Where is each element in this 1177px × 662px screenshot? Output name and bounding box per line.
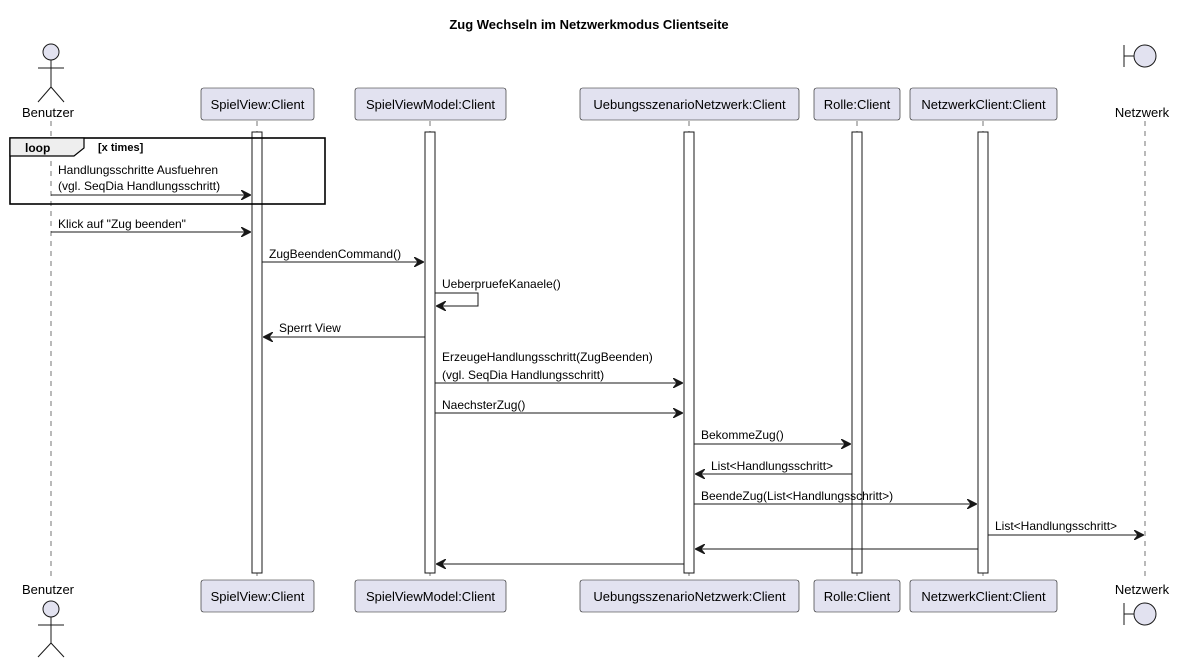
- message-label: Klick auf "Zug beenden": [58, 217, 186, 231]
- loop-condition: [x times]: [98, 142, 144, 154]
- participant-rolle-top: Rolle:Client: [813, 87, 901, 121]
- participant-label-rolle: Rolle:Client: [824, 97, 891, 112]
- message-label-line1: ErzeugeHandlungsschritt(ZugBeenden): [442, 350, 653, 364]
- message-label: BekommeZug(): [701, 428, 784, 442]
- activation-spielview: [251, 131, 263, 574]
- message-list-handlungsschritt-netzwerk: List<Handlungsschritt>: [988, 519, 1144, 535]
- boundary-netzwerk-top: Netzwerk: [1115, 44, 1170, 120]
- loop-frame: [9, 137, 326, 205]
- message-label: Sperrt View: [279, 321, 341, 335]
- activation-spielviewmodel: [424, 131, 436, 574]
- participant-spielview-top: SpielView:Client: [200, 87, 315, 121]
- participant-label-spielviewmodel: SpielViewModel:Client: [366, 97, 495, 112]
- message-zugbeendencommand: ZugBeendenCommand(): [262, 247, 424, 262]
- participants-top: Benutzer SpielView:Client SpielViewModel…: [22, 43, 1170, 121]
- participant-label-uebungsszenario: UebungsszenarioNetzwerk:Client: [593, 589, 786, 604]
- message-label-line2: (vgl. SeqDia Handlungsschritt): [58, 179, 220, 193]
- actor-benutzer-bottom: Benutzer: [22, 582, 75, 658]
- actor-icon: [37, 600, 65, 658]
- participant-spielviewmodel-bottom: SpielViewModel:Client: [354, 579, 507, 613]
- participants-bottom: Benutzer SpielView:Client SpielViewModel…: [22, 579, 1170, 658]
- participant-label-netzwerk: Netzwerk: [1115, 105, 1170, 120]
- participant-label-netzwerk: Netzwerk: [1115, 582, 1170, 597]
- participant-label-rolle: Rolle:Client: [824, 589, 891, 604]
- message-handlungsschritte-ausfuehren: Handlungsschritte Ausfuehren (vgl. SeqDi…: [51, 163, 251, 195]
- message-label: List<Handlungsschritt>: [711, 459, 833, 473]
- message-beendezug: BeendeZug(List<Handlungsschritt>): [694, 489, 977, 504]
- participant-uebungsszenario-bottom: UebungsszenarioNetzwerk:Client: [579, 579, 800, 613]
- message-label: NaechsterZug(): [442, 398, 525, 412]
- message-klick-zug-beenden: Klick auf "Zug beenden": [51, 217, 251, 232]
- boundary-icon: [1123, 44, 1157, 68]
- message-label: List<Handlungsschritt>: [995, 519, 1117, 533]
- participant-netzwerkclient-bottom: NetzwerkClient:Client: [909, 579, 1058, 613]
- diagram-title: Zug Wechseln im Netzwerkmodus Clientseit…: [449, 17, 728, 32]
- message-list-handlungsschritt-return: List<Handlungsschritt>: [695, 459, 852, 474]
- message-naechsterzug: NaechsterZug(): [435, 398, 683, 413]
- participant-label-spielview: SpielView:Client: [211, 97, 305, 112]
- message-label-line2: (vgl. SeqDia Handlungsschritt): [442, 368, 604, 382]
- actor-icon: [37, 43, 65, 103]
- participant-label-spielviewmodel: SpielViewModel:Client: [366, 589, 495, 604]
- participant-label-netzwerkclient: NetzwerkClient:Client: [921, 589, 1046, 604]
- participant-spielviewmodel-top: SpielViewModel:Client: [354, 87, 507, 121]
- message-ueberpruefekanaele: UeberpruefeKanaele(): [435, 277, 561, 306]
- activation-rolle: [851, 131, 863, 574]
- participant-label-uebungsszenario: UebungsszenarioNetzwerk:Client: [593, 97, 786, 112]
- participant-label-spielview: SpielView:Client: [211, 589, 305, 604]
- activation-bars: [251, 131, 989, 574]
- messages: Handlungsschritte Ausfuehren (vgl. SeqDi…: [51, 163, 1144, 564]
- participant-label-benutzer: Benutzer: [22, 105, 75, 120]
- participant-spielview-bottom: SpielView:Client: [200, 579, 315, 613]
- loop-label-tab: [9, 137, 85, 157]
- participant-rolle-bottom: Rolle:Client: [813, 579, 901, 613]
- message-label: BeendeZug(List<Handlungsschritt>): [701, 489, 893, 503]
- message-label: UeberpruefeKanaele(): [442, 277, 561, 291]
- message-label-line1: Handlungsschritte Ausfuehren: [58, 163, 218, 177]
- loop-fragment: loop [x times]: [9, 137, 326, 205]
- loop-keyword: loop: [25, 141, 50, 155]
- activation-netzwerkclient: [977, 131, 989, 574]
- boundary-netzwerk-bottom: Netzwerk: [1115, 582, 1170, 626]
- boundary-icon: [1123, 602, 1157, 626]
- message-label: ZugBeendenCommand(): [269, 247, 401, 261]
- participant-label-netzwerkclient: NetzwerkClient:Client: [921, 97, 1046, 112]
- message-sperrt-view: Sperrt View: [263, 321, 425, 337]
- participant-netzwerkclient-top: NetzwerkClient:Client: [909, 87, 1058, 121]
- message-erzeugehandlungsschritt: ErzeugeHandlungsschritt(ZugBeenden) (vgl…: [435, 350, 683, 383]
- participant-label-benutzer: Benutzer: [22, 582, 75, 597]
- actor-benutzer-top: Benutzer: [22, 43, 75, 120]
- message-bekommezug: BekommeZug(): [694, 428, 851, 444]
- activation-uebungsszenario: [683, 131, 695, 574]
- participant-uebungsszenario-top: UebungsszenarioNetzwerk:Client: [579, 87, 800, 121]
